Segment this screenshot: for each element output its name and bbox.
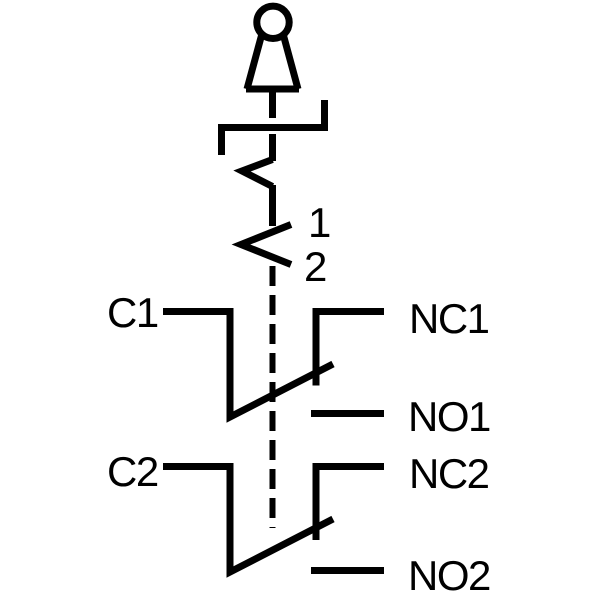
interlock-mechanism bbox=[218, 100, 328, 155]
c2-lead-and-mover bbox=[163, 463, 335, 578]
detent-notch-1 bbox=[233, 156, 275, 190]
detent-notch-2 bbox=[231, 221, 293, 268]
position-2-label: 2 bbox=[304, 243, 326, 290]
no1-label: NO1 bbox=[408, 393, 490, 440]
contact-block-2 bbox=[163, 463, 384, 578]
c1-lead-and-mover bbox=[163, 308, 335, 423]
key-icon bbox=[243, 2, 302, 93]
c2-label: C2 bbox=[107, 448, 158, 495]
nc2-terminal bbox=[312, 463, 384, 540]
schematic-lines bbox=[163, 2, 384, 578]
contact-block-1 bbox=[163, 308, 384, 423]
keyhole-body-left-side bbox=[243, 34, 265, 90]
keyhole-circle bbox=[253, 2, 293, 42]
keyhole-body-right-side bbox=[280, 34, 302, 90]
no2-label: NO2 bbox=[408, 552, 490, 599]
position-1-label: 1 bbox=[308, 199, 330, 246]
c1-label: C1 bbox=[107, 289, 158, 336]
schematic-labels: 1 2 C1 NC1 NO1 C2 NC2 NO2 bbox=[107, 199, 492, 599]
nc1-terminal bbox=[312, 308, 384, 386]
detent-mechanism bbox=[231, 134, 293, 268]
nc2-label: NC2 bbox=[409, 450, 489, 497]
nc1-label: NC1 bbox=[409, 295, 489, 342]
